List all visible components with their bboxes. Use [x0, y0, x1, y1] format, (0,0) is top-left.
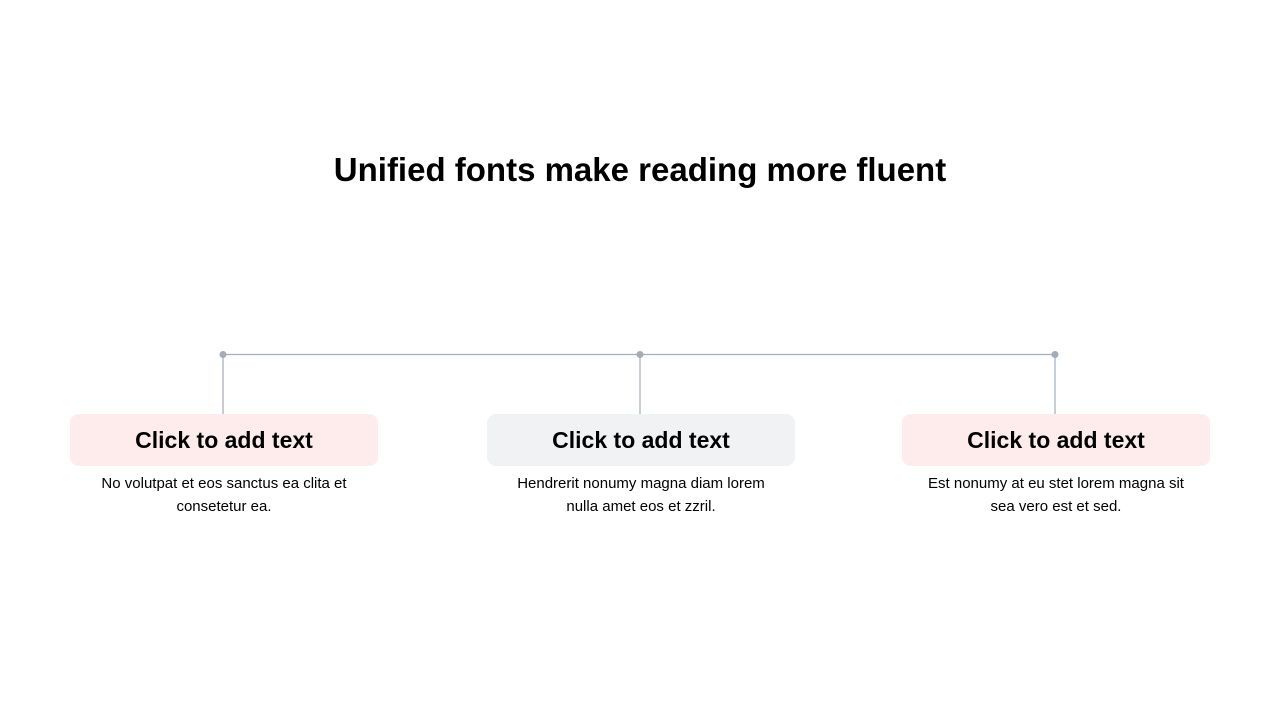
- node-1: Click to add text No volutpat et eos san…: [70, 414, 378, 518]
- node-description[interactable]: No volutpat et eos sanctus ea clita et c…: [101, 475, 347, 515]
- node-2: Click to add text Hendrerit nonumy magna…: [487, 414, 795, 518]
- node-description[interactable]: Hendrerit nonumy magna diam lorem nulla …: [517, 475, 765, 515]
- node-heading: Click to add text: [552, 426, 730, 453]
- connector-dot-2: [636, 351, 644, 358]
- node-heading-box[interactable]: Click to add text: [70, 414, 378, 466]
- slide-title[interactable]: Unified fonts make reading more fluent: [333, 151, 947, 188]
- connector-dot-3: [1051, 351, 1059, 358]
- node-description[interactable]: Est nonumy at eu stet lorem magna sit se…: [928, 475, 1184, 515]
- node-3: Click to add text Est nonumy at eu stet …: [902, 414, 1210, 518]
- node-heading: Click to add text: [135, 426, 313, 453]
- node-heading-box[interactable]: Click to add text: [902, 414, 1210, 466]
- connector-dot-1: [219, 351, 227, 358]
- node-heading-box[interactable]: Click to add text: [487, 414, 795, 466]
- node-heading: Click to add text: [967, 426, 1145, 453]
